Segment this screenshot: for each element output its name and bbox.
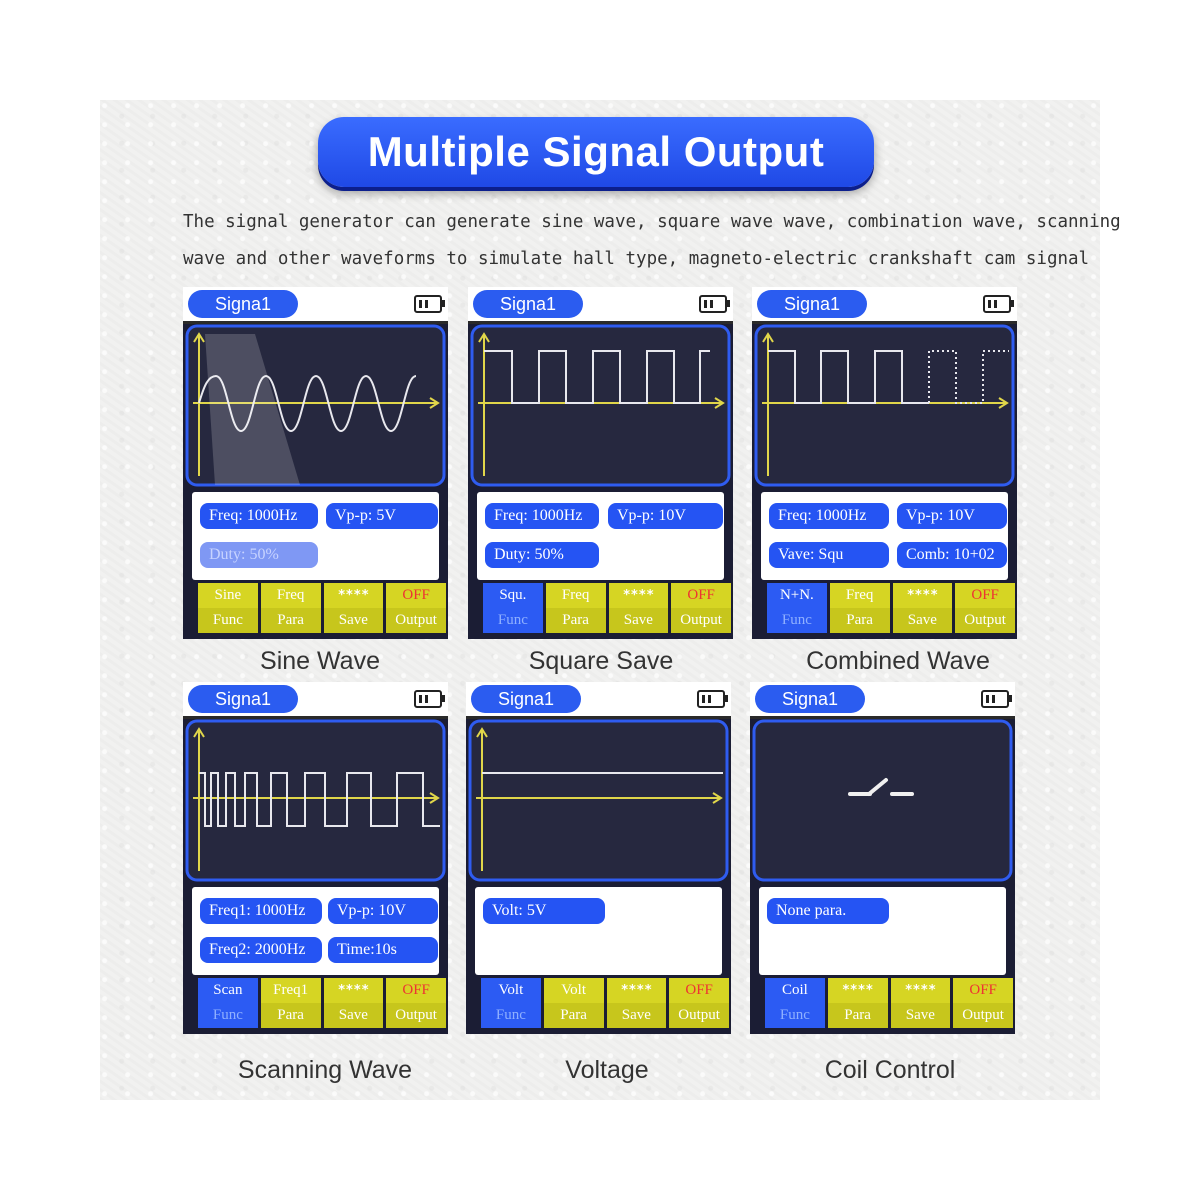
parameter-panel: Volt: 5V: [475, 887, 722, 975]
scanning-trace: [199, 772, 440, 827]
parameter-panel: Freq: 1000Hz Vp-p: 5V Duty: 50%: [192, 492, 439, 580]
save-softkey[interactable]: ****Save: [323, 978, 384, 1028]
none-param: None para.: [767, 898, 889, 924]
status-bar: Signa1: [183, 287, 448, 324]
status-bar: Signa1: [183, 682, 448, 719]
time-param[interactable]: Time:10s: [328, 937, 438, 963]
screen-square-wave: Signa1 Freq: 1000Hz Vp-p: 10V Duty: 50% …: [468, 287, 733, 639]
description-line-1: The signal generator can generate sine w…: [183, 212, 1121, 232]
save-softkey[interactable]: ****Save: [606, 978, 667, 1028]
signal-tab[interactable]: Signa1: [188, 290, 298, 318]
waveform-display: [754, 324, 1015, 487]
screen-scanning-wave: Signa1 Freq1: 1000Hz Vp-p: 10V Freq2: 20…: [183, 682, 448, 1034]
caption-combined-wave: Combined Wave: [806, 647, 990, 675]
waveform-display: [185, 719, 446, 882]
caption-coil-control: Coil Control: [824, 1056, 956, 1084]
freq-param[interactable]: Freq: 1000Hz: [200, 503, 318, 529]
combined-trace-dashed: [928, 350, 1009, 404]
signal-tab[interactable]: Signa1: [188, 685, 298, 713]
battery-icon: [697, 690, 728, 708]
square-trace: [484, 350, 710, 404]
parameter-panel: Freq: 1000Hz Vp-p: 10V Vave: Squ Comb: 1…: [761, 492, 1008, 580]
vpp-param[interactable]: Vp-p: 10V: [897, 503, 1007, 529]
combined-trace: [768, 350, 929, 404]
freq2-param[interactable]: Freq2: 2000Hz: [200, 937, 322, 963]
status-bar: Signa1: [750, 682, 1015, 719]
volt-param[interactable]: Volt: 5V: [483, 898, 605, 924]
signal-tab[interactable]: Signa1: [757, 290, 867, 318]
signal-tab[interactable]: Signa1: [471, 685, 581, 713]
save-softkey[interactable]: ****Save: [323, 583, 384, 633]
parameter-panel: None para.: [759, 887, 1006, 975]
screen-combined-wave: Signa1 Freq: 1000Hz Vp-p: 10V Vave: Squ …: [752, 287, 1017, 639]
caption-sine-wave: Sine Wave: [260, 647, 380, 675]
comb-param[interactable]: Comb: 10+02: [897, 542, 1007, 568]
freq1-param[interactable]: Freq1: 1000Hz: [200, 898, 322, 924]
wave-param[interactable]: Vave: Squ: [769, 542, 889, 568]
page-title: Multiple Signal Output: [367, 128, 825, 175]
battery-icon: [414, 295, 445, 313]
waveform-display: [468, 719, 729, 882]
duty-param[interactable]: Duty: 50%: [200, 542, 318, 568]
switch-icon: [848, 778, 914, 796]
waveform-display: [752, 719, 1013, 882]
status-bar: Signa1: [752, 287, 1017, 324]
freq-param[interactable]: Freq: 1000Hz: [485, 503, 599, 529]
battery-icon: [414, 690, 445, 708]
duty-param[interactable]: Duty: 50%: [485, 542, 599, 568]
battery-icon: [981, 690, 1012, 708]
sine-trace: [198, 374, 417, 433]
waveform-display: [470, 324, 731, 487]
description-line-2: wave and other waveforms to simulate hal…: [183, 249, 1090, 269]
func-softkey[interactable]: Squ.Func: [483, 583, 543, 633]
battery-icon: [983, 295, 1014, 313]
screen-sine-wave: Signa1 Freq: 1000Hz Vp-p: 5V Duty: 50% S…: [183, 287, 448, 639]
parameter-panel: Freq1: 1000Hz Vp-p: 10V Freq2: 2000Hz Ti…: [192, 887, 439, 975]
save-softkey[interactable]: ****Save: [608, 583, 669, 633]
waveform-display: [185, 324, 446, 487]
battery-icon: [699, 295, 730, 313]
description: The signal generator can generate sine w…: [183, 204, 1121, 278]
status-bar: Signa1: [466, 682, 731, 719]
vpp-param[interactable]: Vp-p: 5V: [326, 503, 438, 529]
func-softkey[interactable]: N+N.Func: [767, 583, 827, 633]
caption-voltage: Voltage: [565, 1056, 649, 1084]
vpp-param[interactable]: Vp-p: 10V: [328, 898, 438, 924]
para-softkey[interactable]: ****Para: [827, 978, 888, 1028]
parameter-panel: Freq: 1000Hz Vp-p: 10V Duty: 50%: [477, 492, 724, 580]
page-title-banner: Multiple Signal Output: [318, 117, 874, 187]
caption-square-wave: Square Save: [528, 647, 674, 675]
save-softkey[interactable]: ****Save: [890, 978, 951, 1028]
signal-tab[interactable]: Signa1: [473, 290, 583, 318]
signal-tab[interactable]: Signa1: [755, 685, 865, 713]
save-softkey[interactable]: ****Save: [892, 583, 953, 633]
caption-scanning-wave: Scanning Wave: [237, 1056, 413, 1084]
vpp-param[interactable]: Vp-p: 10V: [608, 503, 723, 529]
status-bar: Signa1: [468, 287, 733, 324]
freq-param[interactable]: Freq: 1000Hz: [769, 503, 889, 529]
